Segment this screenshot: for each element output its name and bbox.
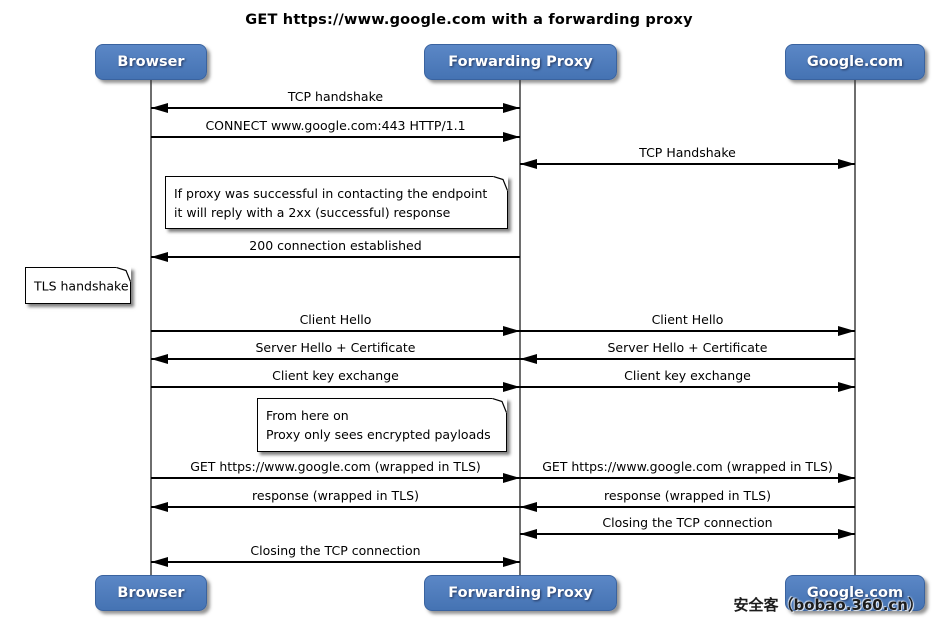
arrowhead-icon (838, 326, 855, 336)
note-fold-icon (492, 397, 508, 413)
actor-label-proxy-top: Forwarding Proxy (448, 54, 593, 70)
message-line-6 (151, 358, 520, 360)
note-fold-icon (116, 266, 132, 282)
diagram-title: GET https://www.google.com with a forwar… (245, 12, 693, 28)
lifeline-proxy (519, 80, 521, 575)
arrowhead-icon (520, 502, 537, 512)
actor-label-browser-bottom: Browser (117, 585, 185, 601)
actor-box-proxy-top: Forwarding Proxy (424, 44, 617, 80)
note-fold-icon (493, 175, 509, 191)
note-text-2: From here on Proxy only sees encrypted pa… (266, 406, 491, 444)
arrowhead-icon (838, 159, 855, 169)
message-label-1: CONNECT www.google.com:443 HTTP/1.1 (205, 118, 466, 133)
arrowhead-icon (520, 159, 537, 169)
actor-label-proxy-bottom: Forwarding Proxy (448, 585, 593, 601)
arrowhead-icon (503, 326, 520, 336)
lifeline-browser (150, 80, 152, 575)
arrowhead-icon (503, 473, 520, 483)
note-text-line: If proxy was successful in contacting th… (174, 185, 488, 201)
arrowhead-icon (503, 557, 520, 567)
message-line-5 (520, 330, 855, 332)
message-line-1 (151, 136, 520, 138)
message-line-9 (520, 386, 855, 388)
message-label-14: Closing the TCP connection (602, 515, 773, 530)
actor-label-browser-top: Browser (117, 54, 185, 70)
message-label-9: Client key exchange (624, 368, 751, 383)
actor-box-google-bottom: Google.com (785, 575, 925, 611)
arrowhead-icon (520, 529, 537, 539)
actor-label-google-top: Google.com (806, 54, 904, 70)
note-text-line: Proxy only sees encrypted payloads (266, 427, 491, 442)
message-label-5: Client Hello (651, 312, 724, 327)
actor-label-google-bottom: Google.com (806, 585, 904, 601)
message-line-7 (520, 358, 855, 360)
arrowhead-icon (838, 529, 855, 539)
message-label-7: Server Hello + Certificate (607, 340, 768, 355)
watermark: 安全客（bobao.360.cn） (733, 596, 924, 614)
message-label-12: response (wrapped in TLS) (252, 488, 419, 503)
actor-box-google-top: Google.com (785, 44, 925, 80)
arrowhead-icon (503, 103, 520, 113)
message-line-4 (151, 330, 520, 332)
arrowhead-icon (151, 354, 168, 364)
arrowhead-icon (838, 473, 855, 483)
actor-box-proxy-bottom: Forwarding Proxy (424, 575, 617, 611)
message-line-10 (151, 477, 520, 479)
message-line-3 (151, 256, 520, 258)
message-line-0 (151, 107, 520, 109)
arrowhead-icon (503, 132, 520, 142)
arrowhead-icon (151, 502, 168, 512)
message-label-0: TCP handshake (287, 89, 384, 104)
arrowhead-icon (520, 354, 537, 364)
message-label-4: Client Hello (299, 312, 372, 327)
arrowhead-icon (151, 103, 168, 113)
message-line-13 (520, 506, 855, 508)
message-label-3: 200 connection established (249, 238, 422, 253)
message-line-12 (151, 506, 520, 508)
arrowhead-icon (503, 382, 520, 392)
note-text-line: it will reply with a 2xx (successful) re… (174, 204, 451, 220)
message-label-6: Server Hello + Certificate (255, 340, 416, 355)
message-line-14 (520, 533, 855, 535)
message-label-2: TCP Handshake (639, 145, 736, 160)
note-text-line: From here on (266, 408, 349, 423)
note-text-1: TLS handshake (34, 276, 129, 295)
message-line-11 (520, 477, 855, 479)
note-text-0: If proxy was successful in contacting th… (174, 184, 487, 222)
arrowhead-icon (838, 382, 855, 392)
note-text-line: TLS handshake (34, 278, 129, 293)
actor-box-browser-top: Browser (95, 44, 207, 80)
message-line-8 (151, 386, 520, 388)
actor-box-browser-bottom: Browser (95, 575, 207, 611)
message-label-15: Closing the TCP connection (250, 543, 421, 558)
message-label-8: Client key exchange (272, 368, 399, 383)
note-2: From here on Proxy only sees encrypted pa… (257, 397, 508, 452)
message-line-2 (520, 163, 855, 165)
arrowhead-icon (151, 557, 168, 567)
lifeline-google (854, 80, 856, 575)
message-line-15 (151, 561, 520, 563)
note-1: TLS handshake (25, 266, 132, 304)
note-0: If proxy was successful in contacting th… (165, 175, 509, 229)
arrowhead-icon (151, 252, 168, 262)
message-label-11: GET https://www.google.com (wrapped in T… (542, 459, 833, 474)
message-label-10: GET https://www.google.com (wrapped in T… (190, 459, 481, 474)
message-label-13: response (wrapped in TLS) (604, 488, 771, 503)
